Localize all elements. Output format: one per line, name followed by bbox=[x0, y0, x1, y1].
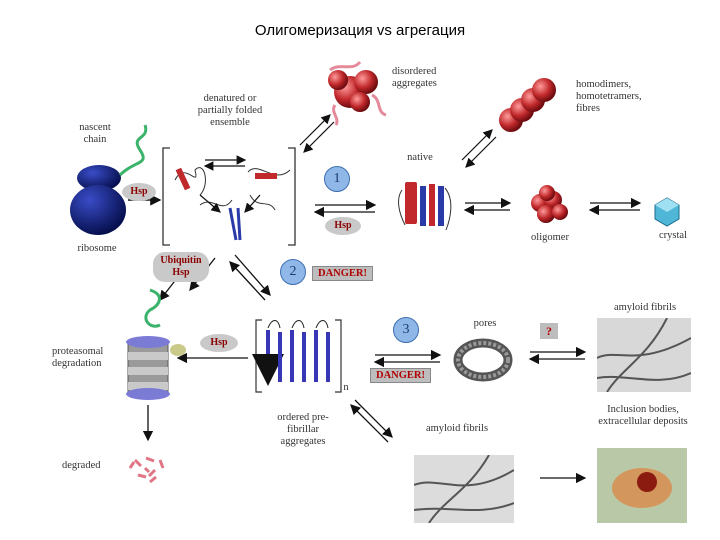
hsp-badge-proteasome: Hsp bbox=[200, 334, 238, 352]
label-nascent-chain: nascent chain bbox=[79, 122, 111, 145]
label-degraded: degraded bbox=[62, 460, 101, 471]
label-homodimers: homodimers, homotetramers, fibres bbox=[576, 79, 642, 114]
hsp-badge-native: Hsp bbox=[325, 217, 361, 235]
label-oligomer: oligomer bbox=[531, 232, 569, 243]
label-n: n bbox=[343, 382, 349, 393]
ribosome-icon bbox=[70, 165, 126, 235]
danger-badge-1: DANGER! bbox=[312, 266, 373, 281]
label-inclusion-bodies: Inclusion bodies, extracellular deposits bbox=[598, 404, 688, 427]
amyloid-fibrils-photo-top bbox=[597, 318, 691, 392]
substrate-chain-icon bbox=[144, 288, 161, 328]
label-disordered: disordered aggregates bbox=[392, 66, 437, 89]
label-amyloid-fibrils-top: amyloid fibrils bbox=[613, 302, 677, 313]
step-1-circle: 1 bbox=[324, 166, 350, 192]
label-pores: pores bbox=[473, 318, 497, 329]
disordered-aggregates-icon bbox=[328, 60, 387, 126]
proteasome-icon bbox=[126, 336, 186, 400]
label-ordered-prefibrillar: ordered pre- fibrillar aggregates bbox=[277, 412, 329, 447]
pore-ring-icon bbox=[453, 338, 513, 382]
question-badge: ? bbox=[540, 323, 558, 339]
step-2-circle: 2 bbox=[280, 259, 306, 285]
label-ribosome: ribosome bbox=[77, 243, 117, 254]
step-3-circle: 3 bbox=[393, 317, 419, 343]
degraded-fragments-icon bbox=[128, 456, 165, 484]
label-native: native bbox=[407, 152, 433, 163]
label-amyloid-fibrils-bottom: amyloid fibrils bbox=[425, 423, 489, 434]
prefibrillar-aggregate-icon bbox=[252, 320, 330, 386]
ensemble-bracket bbox=[162, 147, 296, 246]
ubiquitin-hsp-badge: Ubiquitin Hsp bbox=[153, 252, 209, 282]
danger-badge-2: DANGER! bbox=[370, 368, 431, 383]
inclusion-bodies-photo bbox=[597, 448, 687, 523]
label-proteasomal: proteasomal degradation bbox=[52, 346, 104, 369]
oligomer-icon bbox=[531, 185, 568, 223]
homodimers-fibres-icon bbox=[499, 78, 556, 132]
label-crystal: crystal bbox=[659, 230, 687, 241]
hsp-badge-ribosome: Hsp bbox=[122, 183, 156, 201]
unfolded-chains-icon bbox=[174, 167, 291, 241]
native-protein-icon bbox=[398, 182, 452, 231]
crystal-icon bbox=[654, 197, 680, 227]
amyloid-fibrils-photo-bottom bbox=[414, 455, 514, 523]
nascent-chain-icon bbox=[118, 124, 148, 177]
label-denatured: denatured or partially folded ensemble bbox=[197, 93, 263, 128]
page-title: Олигомеризация vs агрегация bbox=[254, 22, 466, 39]
